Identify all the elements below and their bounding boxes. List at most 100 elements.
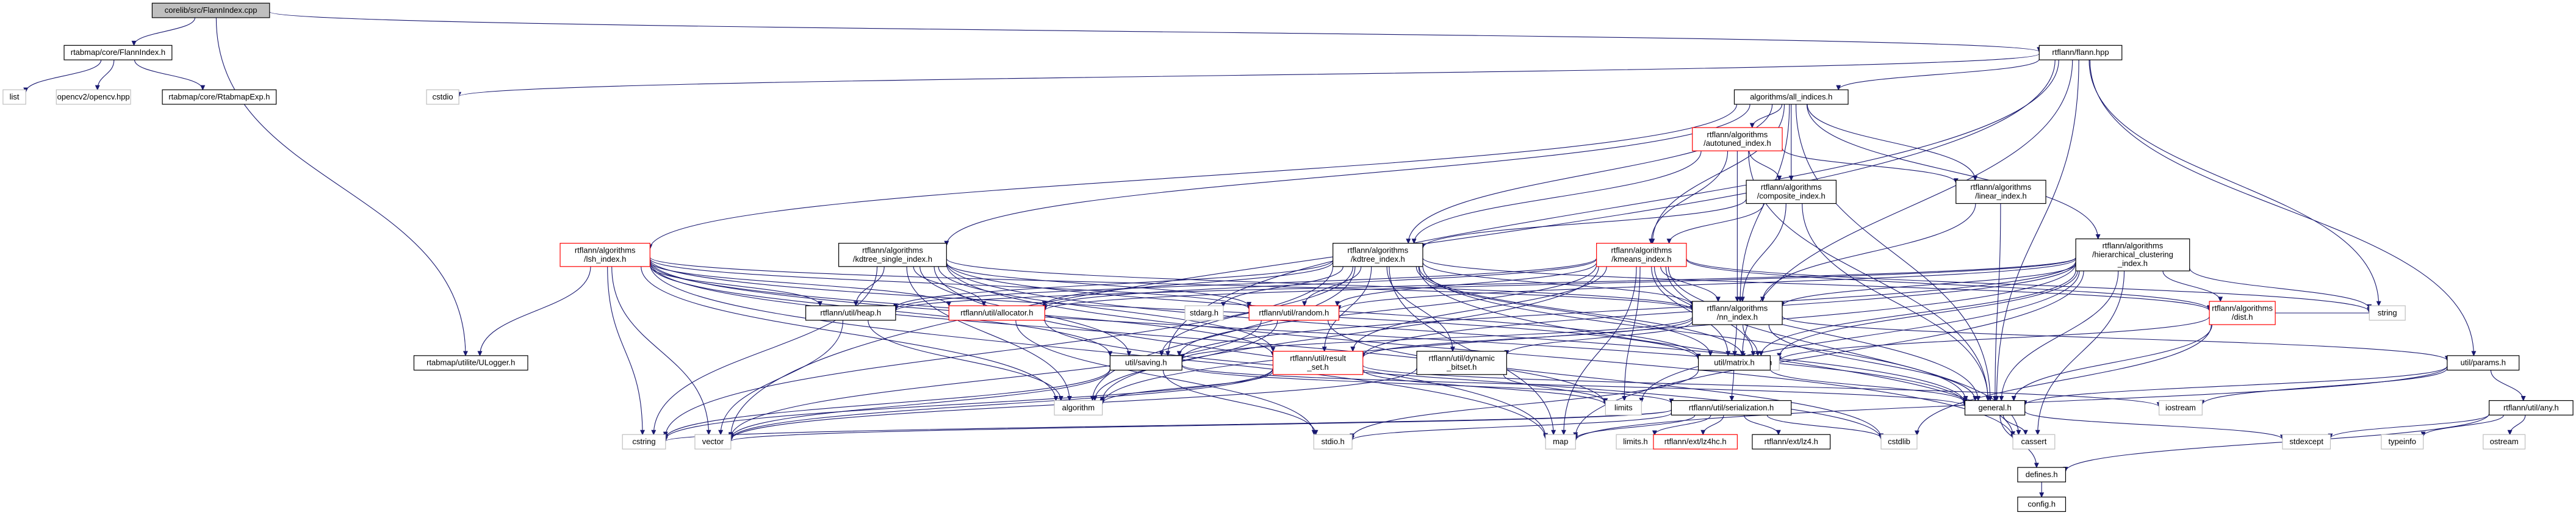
node-saving[interactable]: util/saving.h — [1109, 355, 1182, 371]
edge-arrowhead — [1777, 175, 1782, 181]
edge-lsh-allocator — [649, 261, 949, 306]
node-label: util/params.h — [2461, 358, 2506, 367]
node-linear[interactable]: rtflann/algorithms/linear_index.h — [1955, 179, 2046, 204]
edge-allindices-lsh — [649, 104, 1738, 249]
node-box — [2159, 400, 2203, 415]
edge-hier-general — [2001, 271, 2119, 401]
edge-allindices-autotuned — [1752, 104, 1783, 128]
edge-hier-allocator — [1044, 257, 2076, 311]
node-box — [805, 305, 896, 321]
node-cstdio: cstdio — [426, 89, 459, 105]
node-kdsingle[interactable]: rtflann/algorithms/kdtree_single_index.h — [838, 243, 947, 267]
node-label: limits — [1614, 403, 1633, 412]
edge-lsh-limits — [649, 261, 1606, 406]
edge-hier-dist — [2162, 270, 2221, 302]
edge-serialization-cstdlib — [1766, 415, 1882, 439]
edge-arrowhead — [1301, 301, 1307, 307]
node-label: /composite_index.h — [1757, 191, 1826, 200]
node-label: defines.h — [2026, 470, 2058, 479]
node-ulogger[interactable]: rtabmap/utilite/ULogger.h — [413, 355, 528, 371]
edge-arrowhead — [1350, 347, 1356, 352]
node-vector: vector — [694, 434, 732, 450]
node-box — [2369, 305, 2406, 321]
node-box — [2017, 467, 2067, 483]
node-label: rtflann/util/heap.h — [820, 308, 881, 317]
edge-arrowhead — [2520, 396, 2526, 401]
node-box — [1248, 305, 1340, 321]
edge-nnindex-matrix — [1734, 325, 1737, 356]
node-box — [2489, 400, 2574, 415]
edge-arrowhead — [1652, 430, 1657, 436]
node-box — [1671, 400, 1792, 415]
node-stdioh: stdio.h — [1313, 434, 1353, 450]
node-allocator[interactable]: rtflann/util/allocator.h — [948, 305, 1045, 321]
node-resultset[interactable]: rtflann/util/result_set.h — [1272, 351, 1364, 375]
node-box — [1964, 400, 2026, 415]
edge-nnindex-general — [1768, 325, 1976, 401]
node-composite[interactable]: rtflann/algorithms/composite_index.h — [1746, 179, 1837, 204]
node-label: /linear_index.h — [1975, 191, 2027, 200]
node-any[interactable]: rtflann/util/any.h — [2489, 400, 2574, 415]
node-root[interactable]: corelib/src/FlannIndex.cpp — [151, 2, 270, 18]
node-box — [1605, 400, 1642, 415]
node-matrix[interactable]: util/matrix.h — [1697, 355, 1771, 371]
node-serialization[interactable]: rtflann/util/serialization.h — [1671, 400, 1792, 415]
node-label: stdarg.h — [1190, 308, 1218, 317]
node-kdtree[interactable]: rtflann/algorithms/kdtree_index.h — [1333, 243, 1423, 267]
node-box — [162, 89, 277, 105]
node-flannhpp[interactable]: rtflann/flann.hpp — [2038, 45, 2123, 60]
node-defines[interactable]: defines.h — [2017, 467, 2067, 483]
edge-allindices-linear — [1807, 104, 1976, 181]
node-hier[interactable]: rtflann/algorithms/hierarchical_clusteri… — [2075, 238, 2190, 272]
node-nnindex[interactable]: rtflann/algorithms/nn_index.h — [1692, 301, 1783, 325]
edge-arrowhead — [1760, 297, 1765, 303]
node-cstring: cstring — [622, 434, 666, 450]
node-box — [2012, 434, 2056, 450]
node-box — [1653, 434, 1738, 450]
edge-allocator-stdioh — [1015, 320, 1315, 435]
node-list: list — [2, 89, 26, 105]
node-label: /autotuned_index.h — [1704, 138, 1771, 148]
edge-linear-general — [1995, 203, 2001, 401]
edge-random-cstdlib — [1328, 320, 1882, 438]
edge-kmeans-algorithm — [1102, 266, 1599, 401]
node-kmeans[interactable]: rtflann/algorithms/kmeans_index.h — [1596, 243, 1687, 267]
node-lsh[interactable]: rtflann/algorithms/lsh_index.h — [559, 243, 650, 267]
edge-composite-kdtree — [1422, 198, 1747, 248]
node-label: rtflann/algorithms — [2103, 241, 2164, 250]
node-random[interactable]: rtflann/util/random.h — [1248, 305, 1340, 321]
node-label: rtflann/ext/lz4hc.h — [1664, 437, 1727, 446]
node-dist[interactable]: rtflann/algorithms/dist.h — [2209, 301, 2276, 325]
edge-allindices-kdtree — [1408, 104, 1773, 243]
edge-kmeans-limits — [1624, 266, 1641, 401]
node-opencv: opencv2/opencv.hpp — [56, 89, 131, 105]
node-config[interactable]: config.h — [2017, 497, 2067, 513]
edge-kdtree-general — [1422, 266, 1966, 401]
edge-arrowhead — [1740, 297, 1745, 303]
edge-arrowhead — [200, 85, 206, 91]
node-autotuned[interactable]: rtflann/algorithms/autotuned_index.h — [1692, 127, 1783, 151]
node-box — [1109, 355, 1182, 371]
node-label: cstdlib — [1888, 437, 1910, 446]
node-label: rtflann/algorithms — [862, 245, 923, 254]
edge-kmeans-dist — [1686, 259, 2210, 310]
node-box — [413, 355, 528, 371]
node-box — [1416, 351, 1507, 375]
node-heap[interactable]: rtflann/util/heap.h — [805, 305, 896, 321]
node-label: opencv2/opencv.hpp — [57, 92, 130, 101]
node-rtabmapexp[interactable]: rtabmap/core/RtabmapExp.h — [162, 89, 277, 105]
node-params[interactable]: util/params.h — [2447, 355, 2520, 371]
node-label: string — [2378, 308, 2397, 317]
edge-nnindex-dynbitset — [1506, 321, 1693, 355]
edge-arrowhead — [1732, 351, 1738, 357]
node-dynbitset[interactable]: rtflann/util/dynamic_bitset.h — [1416, 351, 1507, 375]
node-allindices[interactable]: algorithms/all_indices.h — [1733, 89, 1849, 105]
node-general[interactable]: general.h — [1964, 400, 2026, 415]
edge-arrowhead — [2095, 234, 2101, 240]
node-lz4[interactable]: rtflann/ext/lz4.h — [1752, 434, 1831, 450]
node-lz4hc[interactable]: rtflann/ext/lz4hc.h — [1653, 434, 1738, 450]
node-box — [2038, 45, 2123, 60]
node-label: iostream — [2165, 403, 2196, 412]
node-string: string — [2369, 305, 2406, 321]
node-rtflannindex[interactable]: rtabmap/core/FlannIndex.h — [63, 45, 173, 60]
